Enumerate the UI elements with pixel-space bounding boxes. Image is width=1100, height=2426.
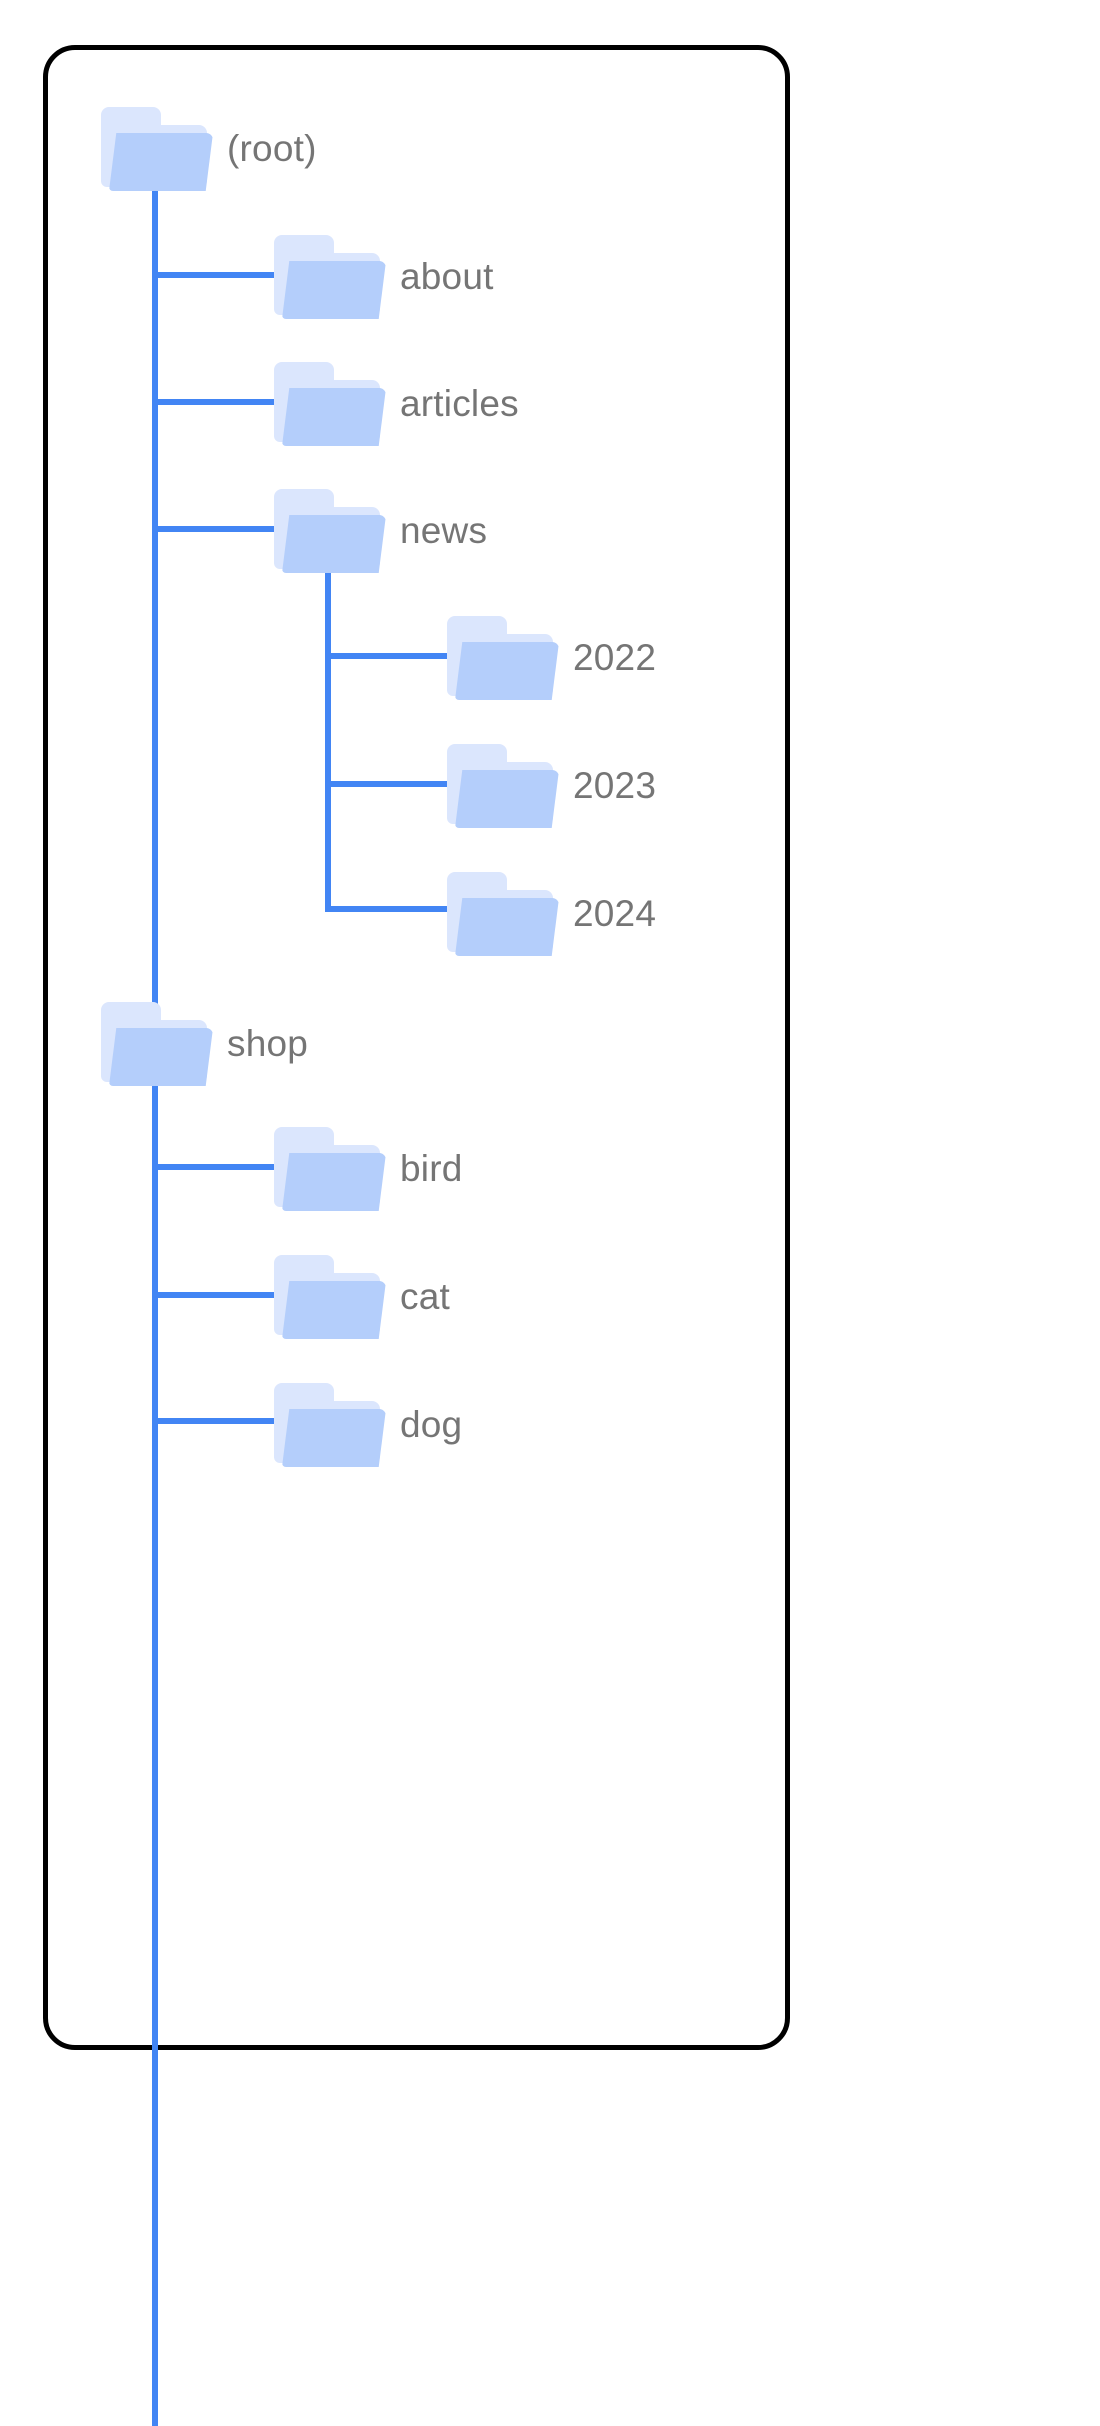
tree-node-2022[interactable]: 2022 [447, 612, 656, 702]
folder-icon [447, 612, 559, 702]
folder-icon [274, 1251, 386, 1341]
tree-node-2023[interactable]: 2023 [447, 740, 656, 830]
folder-icon [274, 1123, 386, 1213]
tree-node-articles[interactable]: articles [274, 358, 519, 448]
tree-node-news[interactable]: news [274, 485, 487, 575]
tree-node-label: 2022 [573, 636, 657, 678]
folder-icon [274, 485, 386, 575]
folder-icon [274, 358, 386, 448]
tree-node-about[interactable]: about [274, 231, 494, 321]
tree-node-bird[interactable]: bird [274, 1123, 463, 1213]
tree-node-2024[interactable]: 2024 [447, 868, 656, 958]
folder-icon [274, 1379, 386, 1469]
tree-node-label: articles [400, 382, 519, 424]
screenshot-root: (root) about articles news 2022 2023 [43, 45, 790, 2426]
folder-icon [447, 868, 559, 958]
tree-node-root[interactable]: (root) [101, 103, 317, 193]
folder-icon [447, 740, 559, 830]
tree-node-label: dog [400, 1403, 463, 1445]
tree-node-label: (root) [227, 127, 317, 169]
tree-node-label: news [400, 509, 488, 551]
tree-node-label: cat [400, 1275, 450, 1317]
folder-icon [101, 103, 213, 193]
tree-node-label: 2024 [573, 892, 657, 934]
tree-node-shop[interactable]: shop [101, 998, 308, 1088]
folder-icon [274, 231, 386, 321]
tree-node-dog[interactable]: dog [274, 1379, 462, 1469]
tree-node-label: 2023 [573, 764, 657, 806]
tree-node-cat[interactable]: cat [274, 1251, 450, 1341]
tree-node-label: bird [400, 1147, 463, 1189]
tree-node-label: shop [227, 1022, 309, 1064]
tree-node-label: about [400, 255, 494, 297]
folder-icon [101, 998, 213, 1088]
